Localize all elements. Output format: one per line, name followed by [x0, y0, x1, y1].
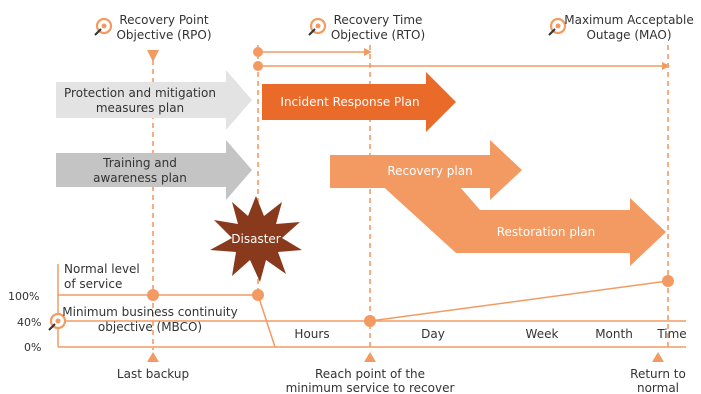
mao-label-line1: Maximum Acceptable	[564, 13, 694, 27]
time-label-day: Day	[421, 327, 445, 341]
reach-point-label-line1: Reach point of the	[315, 367, 425, 381]
rpo-label-line2: Objective (RPO)	[116, 28, 211, 42]
rpo-marker	[147, 50, 159, 62]
return-normal-marker	[652, 352, 664, 362]
y-tick-40: 40%	[17, 316, 41, 329]
rto-milestone: Recovery Time Objective (RTO)	[308, 13, 425, 42]
time-label-time: Time	[656, 327, 686, 341]
training-plan-arrow: Training and awareness plan	[56, 140, 252, 200]
training-plan-line2: awareness plan	[93, 171, 187, 185]
disaster-level-point	[252, 289, 264, 301]
mao-level-point	[662, 275, 674, 287]
service-recovery-line	[369, 280, 669, 322]
return-normal-label-line2: normal	[637, 381, 679, 394]
mao-label-line2: Outage (MAO)	[586, 28, 671, 42]
disaster-burst: Disaster	[210, 196, 302, 282]
disaster-label: Disaster	[231, 232, 281, 246]
rto-span-arrow	[253, 47, 372, 57]
reach-point-marker	[364, 352, 376, 362]
recovery-plan-label: Recovery plan	[387, 164, 472, 178]
target-icon	[94, 17, 113, 36]
rto-level-point	[364, 315, 376, 327]
rpo-milestone: Recovery Point Objective (RPO)	[94, 13, 212, 42]
last-backup-marker	[147, 352, 159, 362]
target-icon	[48, 312, 67, 331]
y-tick-0: 0%	[24, 341, 41, 354]
restoration-plan-label: Restoration plan	[497, 225, 595, 239]
time-label-week: Week	[526, 327, 559, 341]
target-icon	[308, 17, 327, 36]
time-label-month: Month	[595, 327, 633, 341]
rpo-level-point	[147, 289, 159, 301]
rto-label-line2: Objective (RTO)	[331, 28, 425, 42]
recovery-plan-arrow: Recovery plan	[330, 140, 522, 200]
protection-plan-line1: Protection and mitigation	[64, 86, 216, 100]
time-label-hours: Hours	[294, 327, 329, 341]
target-icon	[548, 17, 567, 36]
normal-level-label-line2: of service	[64, 277, 122, 291]
protection-plan-line2: measures plan	[96, 101, 184, 115]
normal-level-label-line1: Normal level	[64, 262, 140, 276]
rpo-label-line1: Recovery Point	[119, 13, 209, 27]
incident-response-plan-arrow: Incident Response Plan	[262, 72, 456, 132]
mbco-label-line2: objective (MBCO)	[98, 320, 202, 334]
reach-point-label-line2: minimum service to recover	[286, 381, 455, 394]
training-plan-line1: Training and	[102, 156, 177, 170]
last-backup-label: Last backup	[117, 367, 189, 381]
mao-span-arrow	[253, 61, 670, 71]
protection-plan-arrow: Protection and mitigation measures plan	[56, 70, 252, 130]
y-tick-100: 100%	[8, 290, 39, 303]
service-drop-line	[257, 294, 276, 348]
mbco-label-line1: Minimum business continuity	[62, 305, 237, 319]
rto-label-line1: Recovery Time	[334, 13, 423, 27]
incident-response-plan-label: Incident Response Plan	[280, 95, 419, 109]
mao-milestone: Maximum Acceptable Outage (MAO)	[548, 13, 694, 42]
return-normal-label-line1: Return to	[630, 367, 686, 381]
